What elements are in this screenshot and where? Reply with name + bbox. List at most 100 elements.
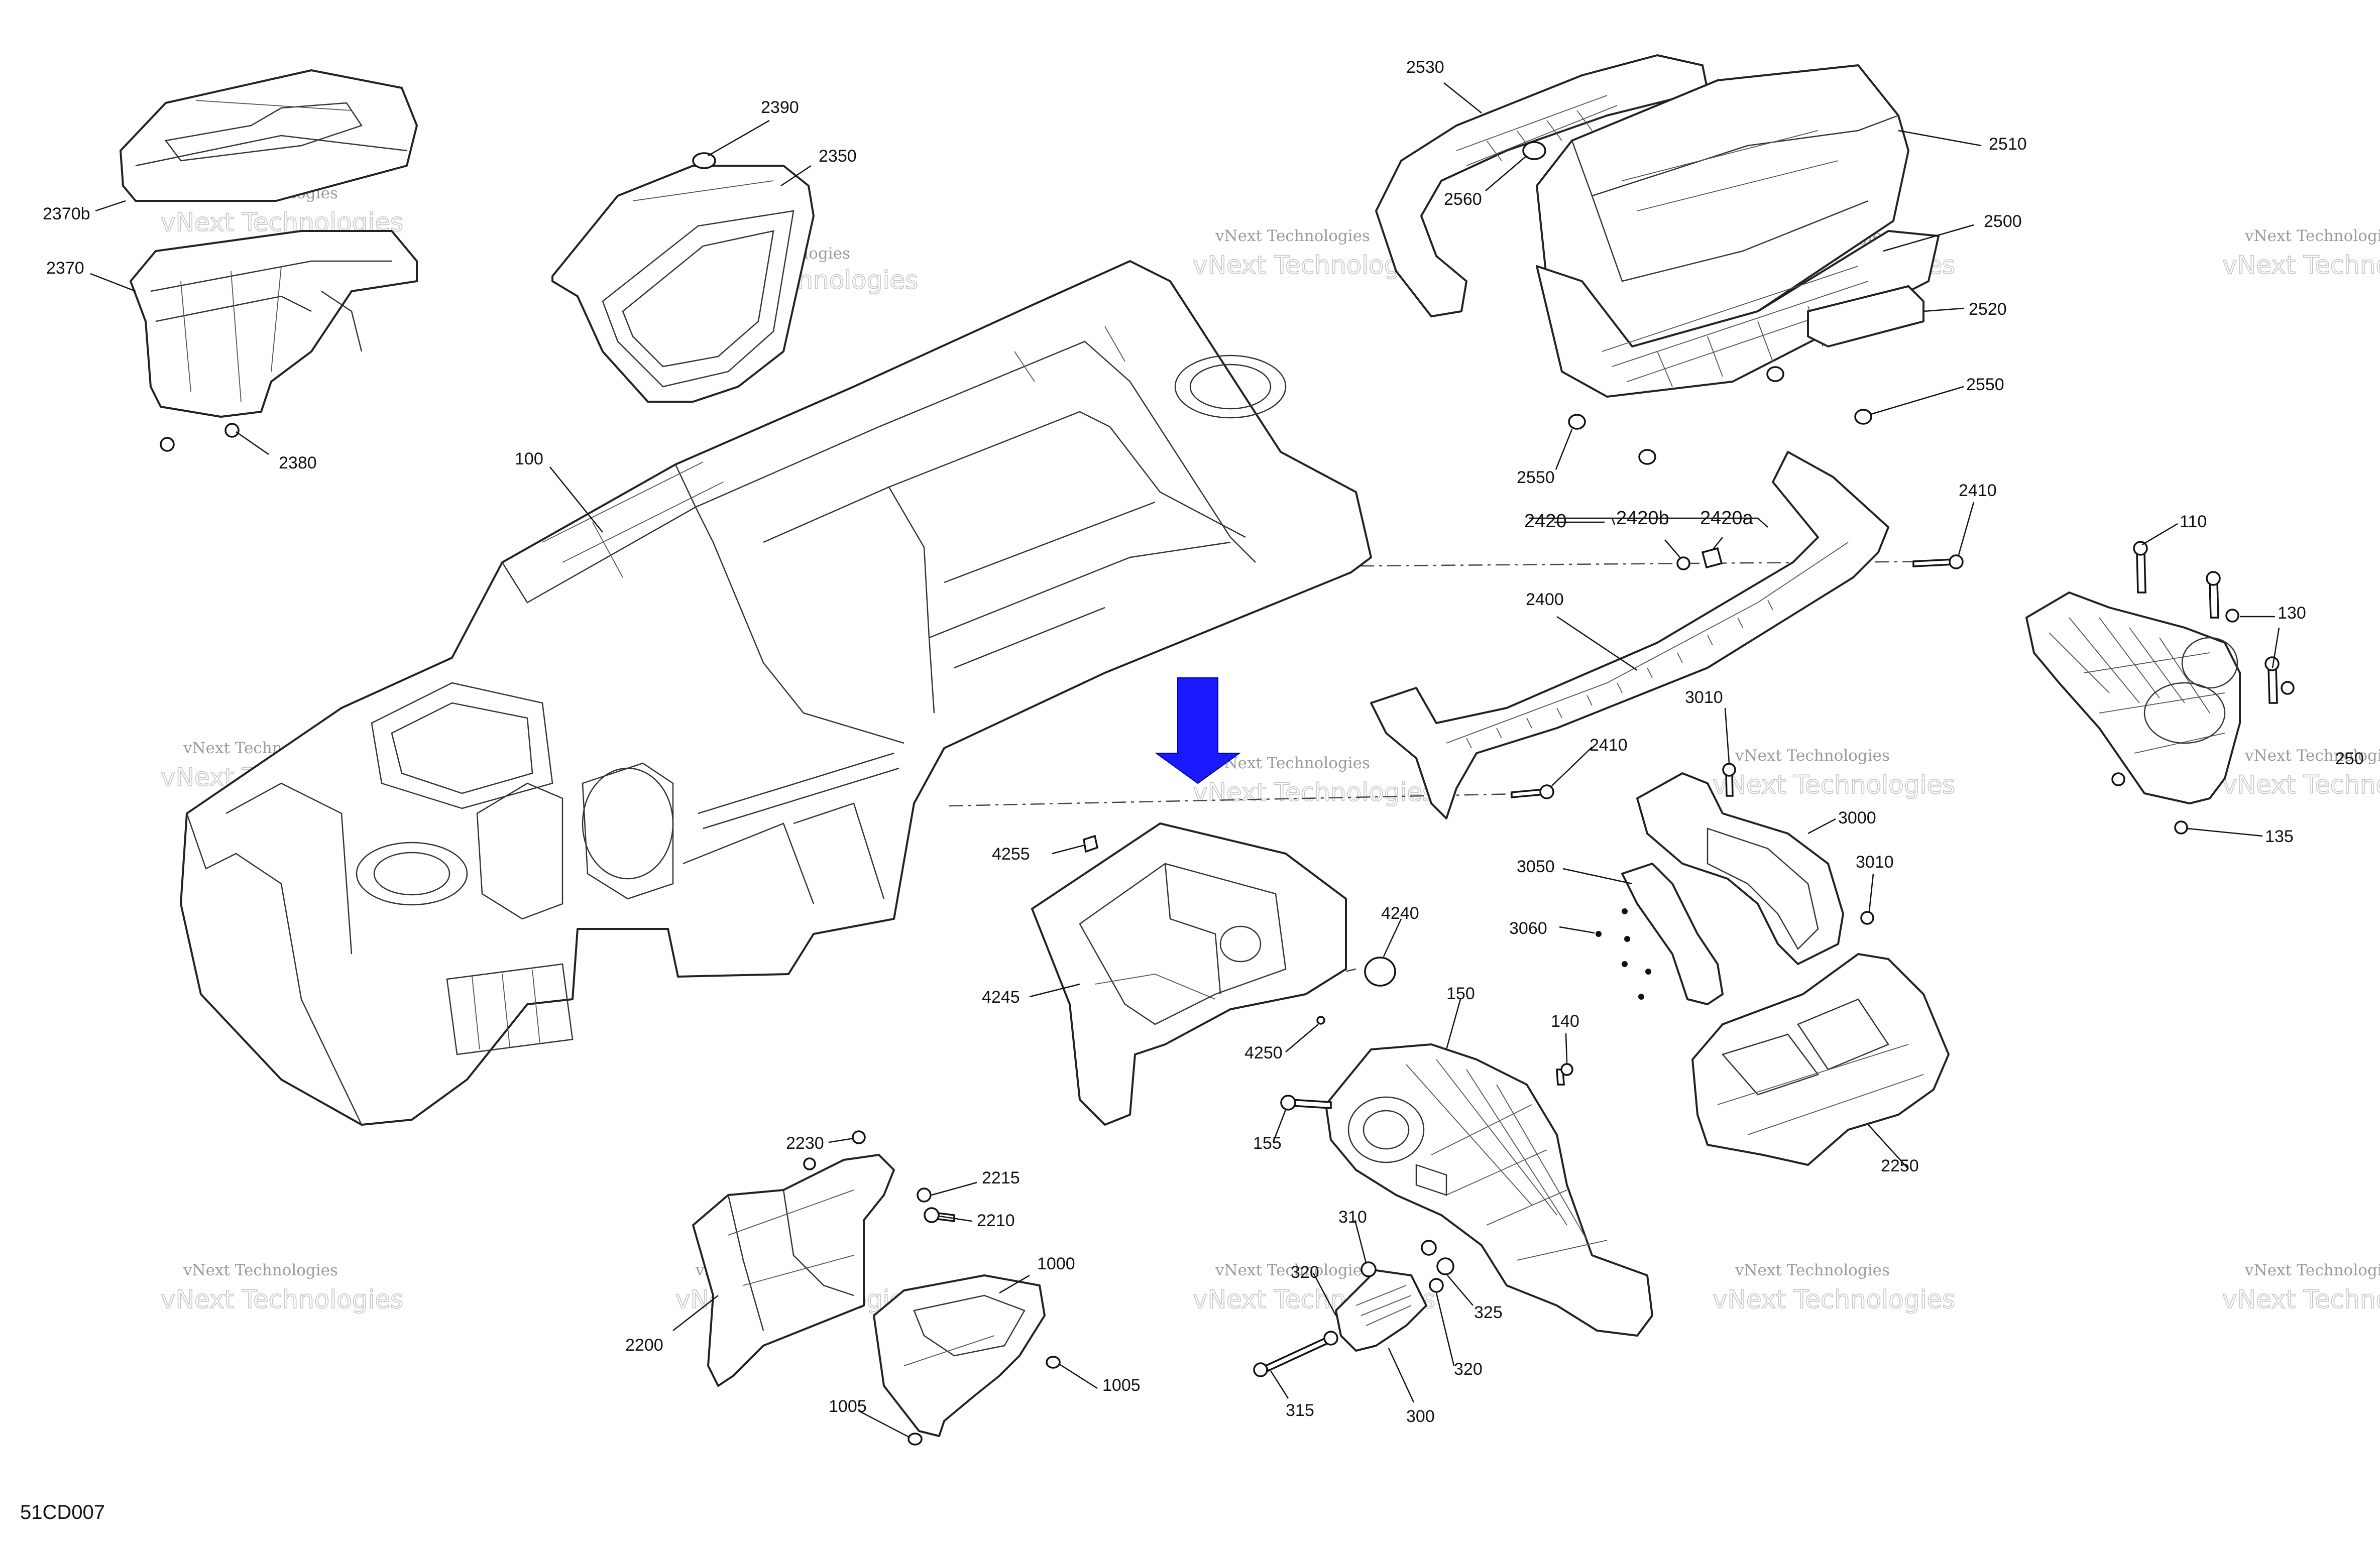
screw-140 [1556, 1063, 1573, 1086]
callout-2400: 2400 [1526, 590, 1564, 609]
lower-panel-2250 [1691, 953, 1950, 1166]
drawing-code: 51CD007 [20, 1501, 105, 1523]
callout-130: 130 [2278, 604, 2306, 623]
leader-lines [90, 82, 2280, 1438]
watermark: vNext Technologies [1713, 770, 1955, 799]
cover-panel-2350 [551, 165, 815, 403]
screws-3010 [1722, 763, 1874, 925]
watermark: vNext Technologies [1735, 747, 1890, 765]
callout-2210: 2210 [977, 1211, 1015, 1230]
callout-2250: 2250 [1881, 1156, 1919, 1175]
direction-arrow [1154, 677, 1241, 784]
bracket-3050 [1621, 863, 1724, 1005]
callout-4255: 4255 [992, 845, 1030, 864]
callout-2560: 2560 [1444, 190, 1482, 209]
callout-2350: 2350 [819, 147, 857, 166]
callout-2520: 2520 [1969, 300, 2007, 319]
watermark: vNext Technologies [2244, 1261, 2380, 1279]
watermark: vNext Technologies [161, 1285, 403, 1314]
callout-1005: 1005 [829, 1397, 867, 1416]
fasteners-1005 [908, 1356, 1061, 1446]
nuts-3060 [1596, 908, 1651, 1000]
callout-3010: 3010 [1685, 688, 1723, 707]
bolts-2410 [1511, 554, 1964, 799]
callout-2230: 2230 [786, 1134, 824, 1153]
callout-2420a: 2420a [1700, 508, 1754, 529]
callout-2390: 2390 [761, 98, 799, 117]
storage-lid-2370b [120, 69, 418, 202]
upper-storage-unit-2510 [1536, 64, 1909, 347]
watermark: vNext Technologies [2244, 747, 2380, 765]
callout-4250: 4250 [1244, 1043, 1283, 1062]
callout-2420b: 2420b [1616, 508, 1669, 529]
callout-4245: 4245 [982, 988, 1020, 1007]
bolts-110 [2133, 541, 2280, 704]
center-bracket-150 [1325, 1043, 1653, 1337]
watermark: vNext Technologies [1215, 1261, 1370, 1279]
fasteners-2230-2215-2210 [803, 1130, 955, 1223]
callout-135: 135 [2265, 827, 2294, 846]
watermark: vNext Technologies [2222, 770, 2380, 799]
grab-handle-2530 [1375, 54, 1709, 317]
callout-3050: 3050 [1517, 857, 1555, 876]
screw-4250 [1316, 1016, 1325, 1025]
mount-bracket-3000 [1636, 772, 1844, 965]
watermark: vNext Technologies [1193, 778, 1435, 807]
callout-3060: 3060 [1509, 919, 1547, 938]
callout-300: 300 [1406, 1407, 1435, 1426]
callout-2200: 2200 [625, 1336, 663, 1355]
callout-2370: 2370 [46, 259, 84, 278]
callout-1005: 1005 [1102, 1376, 1141, 1395]
callout-2420: 2420 [1524, 511, 1567, 532]
clips-2550 [1568, 366, 1872, 465]
fastener-2390 [692, 152, 716, 169]
fasteners-2380 [160, 423, 240, 452]
right-bracket-250 [2025, 591, 2241, 804]
watermark: vNext Technologies [2222, 251, 2380, 280]
watermark: vNext Technologies [183, 1261, 338, 1279]
callout-labels: 2390 2350 2370b 2370 2380 100 2530 2560 … [43, 58, 2364, 1426]
watermark: vNext Technologies [1215, 754, 1370, 772]
washers-310-320-325 [1323, 1240, 1454, 1346]
storage-bin-2370 [130, 230, 418, 418]
watermark: vNext Technologies [2222, 1285, 2380, 1314]
callout-110: 110 [2180, 512, 2207, 531]
watermark: vNext Technologies [1215, 227, 1370, 245]
watermark: vNext Technologies [1713, 1285, 1955, 1314]
fastener-4255 [1083, 835, 1099, 853]
callout-100: 100 [515, 449, 543, 468]
callout-140: 140 [1551, 1012, 1579, 1031]
callout-320: 320 [1454, 1360, 1483, 1379]
watermark: vNext Technologies [1735, 1261, 1890, 1279]
callout-2550: 2550 [1966, 375, 2004, 394]
callout-320: 320 [1291, 1263, 1319, 1282]
clip-2560 [1522, 141, 1546, 160]
bolt-315 [1253, 1334, 1335, 1377]
callout-150: 150 [1446, 984, 1475, 1003]
switch-module-300 [1335, 1269, 1427, 1352]
lower-bracket-2200 [692, 1154, 895, 1387]
callout-2550: 2550 [1517, 468, 1555, 487]
callout-2500: 2500 [1984, 212, 2022, 231]
callout-310: 310 [1338, 1208, 1367, 1227]
watermark: vNext Technologies [2244, 227, 2380, 245]
plug-4240 [1364, 957, 1396, 987]
callout-2410: 2410 [1590, 736, 1628, 755]
bushings-2420 [1676, 547, 1723, 570]
bolt-155 [1280, 1095, 1332, 1111]
callout-2380: 2380 [279, 453, 317, 472]
callout-1000: 1000 [1037, 1254, 1075, 1273]
callout-3010: 3010 [1856, 853, 1894, 872]
tray-2500 [1536, 230, 1940, 398]
callout-2510: 2510 [1989, 135, 2027, 154]
callout-315: 315 [1286, 1401, 1314, 1420]
lower-cover-1000 [873, 1274, 1046, 1437]
callout-250: 250 [2335, 749, 2364, 768]
callout-4240: 4240 [1381, 904, 1419, 923]
nuts-130-135 [2111, 609, 2295, 835]
callout-325: 325 [1474, 1303, 1503, 1322]
callout-155: 155 [1253, 1134, 1282, 1153]
seal-strip-2520 [1807, 285, 1924, 347]
callout-2370b: 2370b [43, 204, 90, 223]
